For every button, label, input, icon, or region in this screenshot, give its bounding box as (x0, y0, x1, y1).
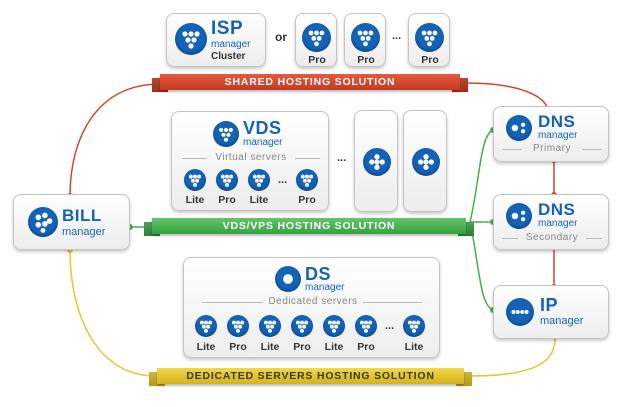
ip-logo-subtext: manager (540, 315, 584, 327)
ds-lite-node-icon (323, 315, 345, 337)
vds-lite-node-icon (184, 169, 206, 191)
line-bill-shared (69, 83, 161, 197)
vds-lite-node-icon (248, 169, 270, 191)
dns-primary-card: DNS manager Primary (493, 106, 609, 162)
vds-logo-text: VDS (243, 118, 282, 138)
vds-server-card-1 (354, 110, 398, 212)
ds-node-label: Pro (293, 341, 311, 353)
bill-icon (28, 207, 58, 237)
bill-logo-text: BILL (62, 206, 102, 225)
dns-secondary-card: DNS manager Secondary (493, 194, 609, 250)
vds-node-label: Lite (185, 194, 205, 206)
vds-node-label: Lite (249, 194, 269, 206)
ip-icon (506, 298, 534, 326)
bill-logo-subtext: manager (62, 226, 106, 238)
isp-pro-label: Pro (308, 54, 326, 66)
vds-icon (213, 121, 239, 147)
isp-pro-icon (415, 23, 444, 52)
vds-pro-node-icon (216, 169, 238, 191)
dns-primary-role: Primary (522, 143, 582, 154)
ip-manager-card: IP manager (493, 285, 609, 339)
vds-server-icon (412, 148, 440, 176)
isp-manager-card: ISP manager Cluster (166, 13, 266, 67)
isp-icon (175, 23, 207, 55)
line-vds-dns-primary (469, 129, 494, 223)
dns-primary-logo-text: DNS (538, 112, 576, 131)
isp-pro-label: Pro (357, 54, 375, 66)
ds-subtitle: Dedicated servers (263, 296, 363, 307)
ds-node-label: Lite (404, 341, 424, 353)
vds-server-card-2 (403, 110, 447, 212)
ds-node-label: Lite (196, 341, 216, 353)
vds-server-icon (363, 148, 391, 176)
isp-logo-text: ISP (211, 18, 244, 39)
bill-manager-card: BILL manager (13, 194, 130, 250)
ds-node-label: Lite (260, 341, 280, 353)
isp-pro-label: Pro (421, 54, 439, 66)
or-label: or (275, 30, 287, 44)
ds-logo-text: DS (305, 264, 332, 284)
dns-icon (506, 115, 532, 141)
isp-ellipsis: ... (392, 30, 402, 42)
vds-manager-card: VDS manager Virtual servers Lite Pro Lit… (171, 111, 329, 211)
ds-pro-node-icon (291, 315, 313, 337)
isp-pro-card-3: Pro (408, 13, 450, 67)
ds-node-label: Lite (324, 341, 344, 353)
dns-secondary-logo-text: DNS (538, 200, 576, 219)
ds-pro-node-icon (355, 315, 377, 337)
isp-pro-icon (302, 23, 331, 52)
dns-primary-logo-subtext: manager (538, 130, 578, 141)
ip-logo-text: IP (540, 295, 559, 315)
ds-node-label: Pro (229, 341, 247, 353)
vds-outer-ellipsis: ... (337, 152, 347, 164)
line-shared-dns (464, 82, 549, 111)
isp-pro-icon (351, 23, 380, 52)
vds-hosting-banner: VDS/VPS HOSTING SOLUTION (152, 218, 466, 234)
ds-node-label: Pro (357, 341, 375, 353)
isp-pro-card-1: Pro (295, 13, 337, 67)
ds-lite-node-icon (403, 315, 425, 337)
vds-subtitle: Virtual servers (207, 152, 295, 163)
isp-caption: Cluster (211, 51, 246, 62)
line-dedicated-ip (467, 337, 556, 377)
dns-secondary-role: Secondary (518, 232, 586, 243)
ds-icon (275, 266, 301, 292)
ds-lite-node-icon (259, 315, 281, 337)
ds-pro-node-icon (227, 315, 249, 337)
ds-manager-card: DS manager Dedicated servers Lite Pro Li… (183, 257, 440, 358)
shared-hosting-banner: SHARED HOSTING SOLUTION (160, 74, 460, 90)
vds-logo-subtext: manager (243, 137, 283, 148)
dns-secondary-logo-subtext: manager (538, 218, 578, 229)
vds-node-label: Pro (298, 194, 316, 206)
line-bill-dedicated (69, 249, 156, 377)
dedicated-hosting-banner: DEDICATED SERVERS HOSTING SOLUTION (157, 368, 464, 384)
ds-ellipsis: ... (385, 320, 395, 332)
vds-inner-ellipsis: ... (278, 174, 288, 186)
ds-lite-node-icon (195, 315, 217, 337)
ds-logo-subtext: manager (305, 282, 345, 293)
vds-pro-node-icon (296, 169, 318, 191)
dns-icon (506, 203, 532, 229)
isp-logo-subtext: manager (211, 39, 251, 50)
vds-node-label: Pro (218, 194, 236, 206)
isp-pro-card-2: Pro (344, 13, 386, 67)
